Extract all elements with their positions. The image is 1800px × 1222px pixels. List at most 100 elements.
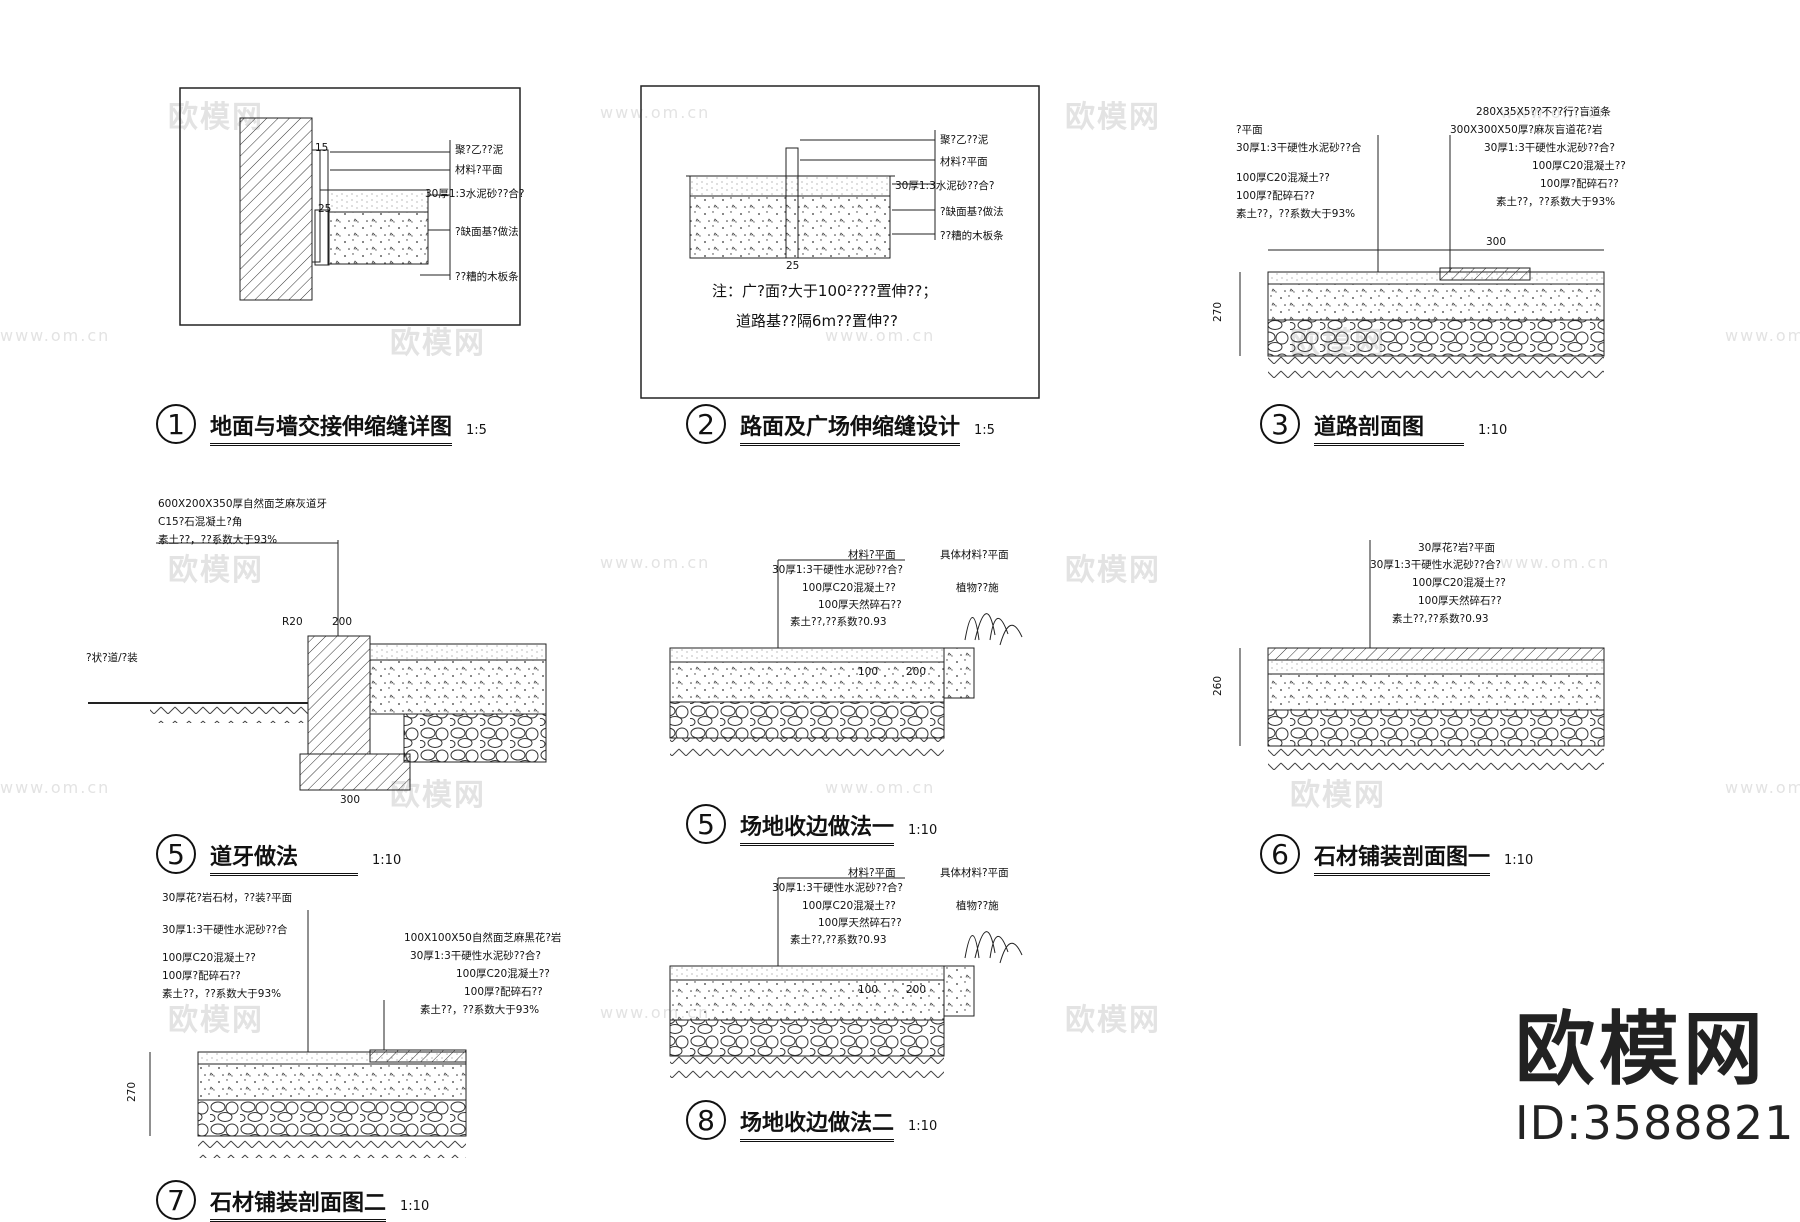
label: 具体材料?平面 bbox=[940, 867, 1009, 879]
label: 100厚天然碎石?? bbox=[818, 917, 902, 929]
watermark-url: www.om.cn bbox=[1725, 778, 1800, 797]
detail-number: 2 bbox=[686, 404, 726, 444]
label: 30厚1:3干硬性水泥砂??合? bbox=[772, 882, 903, 894]
detail-scale: 1:10 bbox=[400, 1199, 430, 1214]
caption-detail-edge1: 5 场地收边做法一 1:10 bbox=[686, 804, 937, 846]
label: 30厚1:3干硬性水泥砂??合? bbox=[1484, 142, 1615, 154]
label: 素土??,??系数?0.93 bbox=[790, 934, 887, 946]
watermark: 欧模网 bbox=[168, 1003, 264, 1038]
caption-detail-3: 3 道路剖面图 1:10 bbox=[1260, 404, 1507, 446]
label: ?平面 bbox=[1236, 124, 1263, 136]
label: 素土??，??系数大于93% bbox=[420, 1004, 540, 1016]
label: 素土??，??系数大于93% bbox=[1236, 208, 1356, 220]
brand-id: ID:3588821 bbox=[1515, 1096, 1795, 1150]
watermark: 欧模网 bbox=[1065, 100, 1161, 135]
detail-title: 路面及广场伸缩缝设计 bbox=[740, 409, 961, 446]
label: ??糟的木板条 bbox=[455, 271, 519, 283]
label: 植物??施 bbox=[956, 900, 999, 912]
label: 素土??,??系数?0.93 bbox=[790, 616, 887, 628]
label: 100厚C20混凝土?? bbox=[1236, 172, 1330, 184]
watermark-url: www.om.cn bbox=[1500, 103, 1611, 122]
detail-3-drawing bbox=[1239, 135, 1605, 382]
label: ?缺面基?做法 bbox=[940, 206, 1004, 218]
watermark-url: www.om.cn bbox=[600, 553, 711, 572]
brand-logo: 欧模网 ID:3588821 bbox=[1515, 1010, 1795, 1151]
caption-detail-7: 7 石材铺装剖面图二 1:10 bbox=[156, 1180, 429, 1222]
label: 材料?平面 bbox=[848, 549, 896, 561]
detail-title: 场地收边做法二 bbox=[740, 1105, 895, 1142]
detail-curb-drawing bbox=[88, 540, 547, 791]
detail-number: 5 bbox=[156, 834, 196, 874]
note-line-1: 注：广?面?大于100²???置伸??； bbox=[712, 282, 938, 300]
detail-scale: 1:5 bbox=[974, 423, 995, 438]
detail-number: 7 bbox=[156, 1180, 196, 1220]
dimension: 300 bbox=[340, 794, 361, 806]
label: 30厚花?岩?平面 bbox=[1418, 542, 1496, 554]
label: 30厚1:3水泥砂??合? bbox=[895, 180, 995, 192]
label: 30厚1:3干硬性水泥砂??合 bbox=[162, 924, 288, 936]
caption-detail-curb: 5 道牙做法 1:10 bbox=[156, 834, 401, 876]
label: 30厚花?岩石材，??装?平面 bbox=[162, 892, 293, 904]
label: 100厚天然碎石?? bbox=[1418, 595, 1502, 607]
watermark: 欧模网 bbox=[390, 326, 486, 361]
label: 600X200X350厚自然面芝麻灰道牙 bbox=[158, 498, 328, 510]
label: 30厚1:3干硬性水泥砂??合? bbox=[1370, 559, 1501, 571]
label: 材料?平面 bbox=[455, 164, 503, 176]
detail-number: 3 bbox=[1260, 404, 1300, 444]
detail-7-drawing bbox=[149, 910, 467, 1158]
label: 30厚1:3水泥砂??合? bbox=[425, 188, 525, 200]
label: 30厚1:3干硬性水泥砂??合? bbox=[410, 950, 541, 962]
detail-number: 8 bbox=[686, 1100, 726, 1140]
watermark: 欧模网 bbox=[1065, 1003, 1161, 1038]
label: 100厚C20混凝土?? bbox=[162, 952, 256, 964]
detail-number: 6 bbox=[1260, 834, 1300, 874]
detail-title: 石材铺装剖面图一 bbox=[1314, 839, 1491, 876]
dimension: 200 bbox=[906, 984, 927, 996]
detail-6-drawing bbox=[1239, 540, 1605, 770]
label: 材料?平面 bbox=[848, 867, 896, 879]
watermark-url: www.om.cn bbox=[825, 326, 936, 345]
label: C15?石混凝土?角 bbox=[158, 516, 243, 528]
detail-number: 5 bbox=[686, 804, 726, 844]
label: 素土??，??系数大于93% bbox=[162, 988, 282, 1000]
label: 素土??，??系数大于93% bbox=[1496, 196, 1616, 208]
label: 素土??，??系数大于93% bbox=[158, 534, 278, 546]
label: 100厚?配碎石?? bbox=[162, 970, 241, 982]
detail-1-drawing bbox=[179, 87, 521, 326]
detail-title: 石材铺装剖面图二 bbox=[210, 1185, 387, 1222]
label: 100X100X50自然面芝麻黑花?岩 bbox=[404, 932, 562, 944]
label: 100厚?配碎石?? bbox=[464, 986, 543, 998]
label: ??糟的木板条 bbox=[940, 230, 1004, 242]
detail-scale: 1:5 bbox=[466, 423, 487, 438]
label: 100厚C20混凝土?? bbox=[456, 968, 550, 980]
label: 100厚C20混凝土?? bbox=[1412, 577, 1506, 589]
dimension: 200 bbox=[332, 616, 353, 628]
detail-title: 道路剖面图 bbox=[1314, 409, 1465, 446]
watermark-url: www.om.cn bbox=[825, 778, 936, 797]
note-line-2: 道路基??隔6m??置伸?? bbox=[736, 312, 898, 330]
label: 30厚1:3干硬性水泥砂??合 bbox=[1236, 142, 1362, 154]
detail-title: 场地收边做法一 bbox=[740, 809, 895, 846]
detail-edge1-drawing bbox=[669, 559, 1023, 760]
label: 材料?平面 bbox=[940, 156, 988, 168]
detail-title: 地面与墙交接伸缩缝详图 bbox=[210, 409, 453, 446]
caption-detail-6: 6 石材铺装剖面图一 1:10 bbox=[1260, 834, 1533, 876]
detail-title: 道牙做法 bbox=[210, 839, 359, 876]
detail-2-drawing bbox=[640, 85, 1040, 399]
label: 100厚C20混凝土?? bbox=[802, 582, 896, 594]
detail-edge2-drawing bbox=[669, 877, 1023, 1078]
label: 100厚?配碎石?? bbox=[1236, 190, 1315, 202]
watermark-url: www.om.cn bbox=[0, 778, 111, 797]
caption-detail-8: 8 场地收边做法二 1:10 bbox=[686, 1100, 937, 1142]
detail-scale: 1:10 bbox=[1504, 853, 1534, 868]
detail-scale: 1:10 bbox=[372, 853, 402, 868]
dimension: 15 bbox=[315, 142, 329, 154]
dimension: 270 bbox=[126, 1081, 139, 1103]
detail-number: 1 bbox=[156, 404, 196, 444]
dimension: 300 bbox=[1486, 236, 1507, 248]
watermark: 欧模网 bbox=[1290, 778, 1386, 813]
caption-detail-1: 1 地面与墙交接伸缩缝详图 1:5 bbox=[156, 404, 487, 446]
watermark-url: www.om.cn bbox=[0, 326, 111, 345]
